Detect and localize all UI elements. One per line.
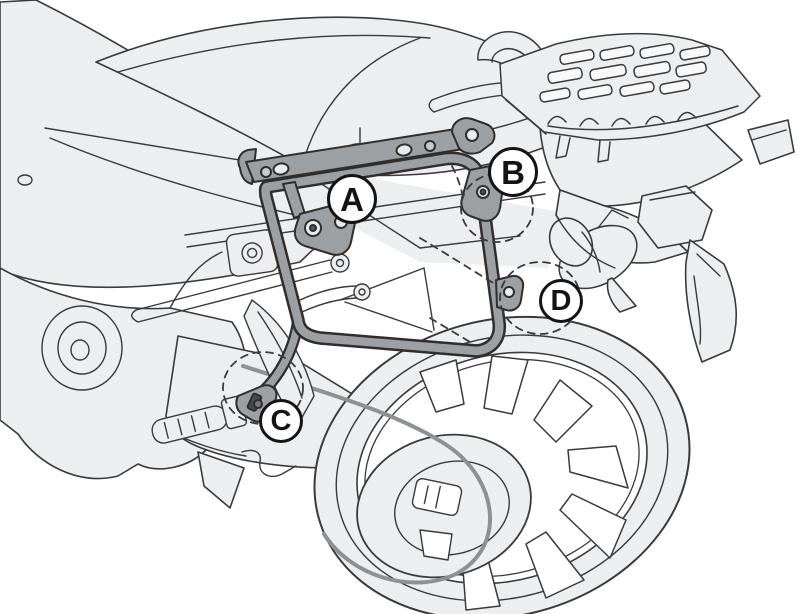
spoke-windows xyxy=(419,355,629,611)
luggage-plate xyxy=(477,31,761,163)
rear-fender xyxy=(684,239,738,363)
callout-c: C xyxy=(259,399,303,443)
callout-d: D xyxy=(539,279,583,323)
rack-top-bar xyxy=(237,117,496,185)
axle-block xyxy=(411,477,463,517)
side-case-rack xyxy=(235,117,525,423)
drive-belt xyxy=(241,364,492,585)
taillight xyxy=(637,185,713,249)
plate-grid xyxy=(539,43,711,103)
callout-b: B xyxy=(488,147,538,197)
side-stand xyxy=(197,451,245,509)
rack-front-bracket xyxy=(282,181,358,256)
callout-a: A xyxy=(327,174,377,224)
